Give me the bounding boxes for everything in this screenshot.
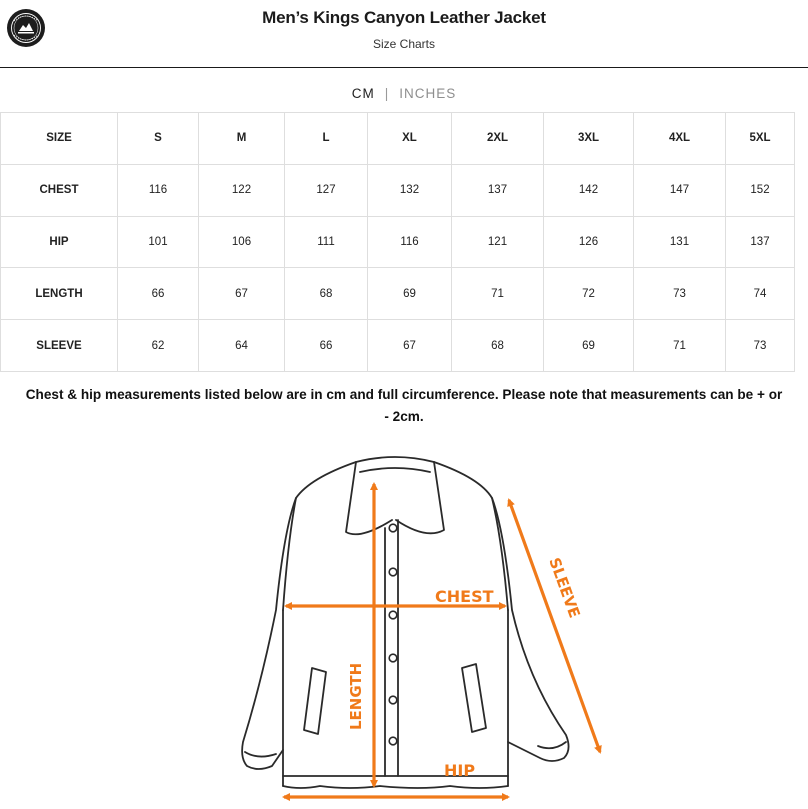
measurement-lines	[282, 482, 602, 801]
table-cell: 106	[198, 215, 285, 269]
column-header: XL	[367, 112, 452, 165]
table-cell: 69	[543, 319, 634, 372]
unit-separator: |	[384, 86, 390, 101]
measurement-note-line: Chest & hip measurements listed below ar…	[25, 387, 783, 402]
table-header-row: SIZE S M L XL 2XL 3XL 4XL 5XL	[0, 112, 795, 165]
jacket-measurement-diagram: CHEST LENGTH HIP SLEEVE	[241, 456, 602, 801]
table-cell: 68	[451, 319, 544, 372]
table-cell: 68	[284, 267, 368, 321]
button-dot	[388, 610, 398, 620]
table-cell: 73	[633, 267, 726, 321]
unit-option-cm[interactable]: CM	[351, 86, 375, 101]
row-header: CHEST	[0, 163, 118, 217]
jacket-buttons	[388, 523, 398, 746]
column-header: SIZE	[0, 112, 118, 165]
column-header: L	[284, 112, 368, 165]
table-cell: 126	[543, 215, 634, 269]
sleeve-measure-line	[507, 498, 602, 754]
button-dot	[388, 695, 398, 705]
table-cell: 64	[198, 319, 285, 372]
table-row: HIP 101 106 111 116 121 126 131 137	[0, 215, 795, 269]
button-dot	[388, 523, 398, 533]
table-cell: 72	[543, 267, 634, 321]
button-dot	[388, 567, 398, 577]
sleeve-label: SLEEVE	[545, 555, 583, 620]
table-cell: 121	[451, 215, 544, 269]
table-cell: 69	[367, 267, 452, 321]
measurement-note-line: - 2cm.	[384, 409, 424, 424]
header: Men’s Kings Canyon Leather Jacket Size C…	[0, 0, 808, 68]
table-cell: 137	[725, 215, 795, 269]
unit-toggle: CM | INCHES	[0, 86, 808, 101]
table-row: CHEST 116 122 127 132 137 142 147 152	[0, 163, 795, 217]
brand-logo-icon[interactable]	[5, 7, 47, 49]
measurement-note: Chest & hip measurements listed below ar…	[0, 384, 808, 428]
table-cell: 127	[284, 163, 368, 217]
row-header: SLEEVE	[0, 319, 118, 372]
table-cell: 101	[117, 215, 199, 269]
table-row: LENGTH 66 67 68 69 71 72 73 74	[0, 267, 795, 321]
jacket-outline-icon	[241, 456, 570, 789]
table-cell: 66	[284, 319, 368, 372]
table-row: SLEEVE 62 64 66 67 68 69 71 73	[0, 319, 795, 372]
row-header: HIP	[0, 215, 118, 269]
chest-label: CHEST	[435, 587, 494, 606]
table-cell: 147	[633, 163, 726, 217]
button-dot	[388, 736, 398, 746]
table-cell: 66	[117, 267, 199, 321]
button-dot	[388, 653, 398, 663]
size-table: SIZE S M L XL 2XL 3XL 4XL 5XL CHEST 116 …	[0, 112, 795, 372]
column-header: 4XL	[633, 112, 726, 165]
column-header: M	[198, 112, 285, 165]
page-subtitle: Size Charts	[372, 37, 436, 51]
hip-label: HIP	[444, 761, 475, 780]
table-cell: 137	[451, 163, 544, 217]
table-cell: 67	[198, 267, 285, 321]
row-header: LENGTH	[0, 267, 118, 321]
table-cell: 67	[367, 319, 452, 372]
table-cell: 111	[284, 215, 368, 269]
column-header: 5XL	[725, 112, 795, 165]
table-cell: 142	[543, 163, 634, 217]
column-header: S	[117, 112, 199, 165]
page-title: Men’s Kings Canyon Leather Jacket	[262, 8, 546, 27]
table-cell: 71	[451, 267, 544, 321]
table-cell: 62	[117, 319, 199, 372]
table-cell: 131	[633, 215, 726, 269]
column-header: 2XL	[451, 112, 544, 165]
table-cell: 73	[725, 319, 795, 372]
table-cell: 122	[198, 163, 285, 217]
table-cell: 116	[117, 163, 199, 217]
table-cell: 74	[725, 267, 795, 321]
table-cell: 152	[725, 163, 795, 217]
length-label: LENGTH	[347, 663, 365, 730]
unit-option-inches[interactable]: INCHES	[399, 86, 457, 101]
table-cell: 116	[367, 215, 452, 269]
table-cell: 132	[367, 163, 452, 217]
column-header: 3XL	[543, 112, 634, 165]
table-cell: 71	[633, 319, 726, 372]
